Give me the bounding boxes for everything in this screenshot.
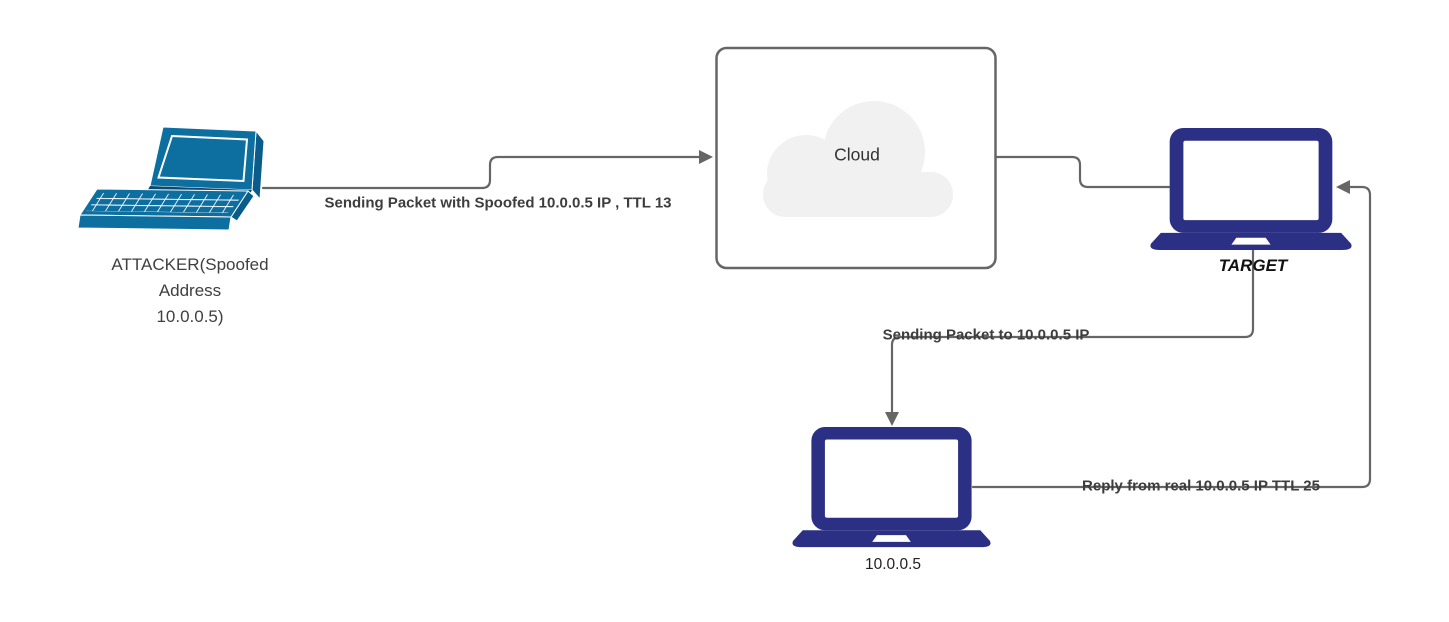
edge-label-reply: Reply from real 10.0.0.5 IP TTL 25: [1082, 477, 1320, 495]
arrowhead-right-icon: [699, 150, 713, 164]
cloud-label: Cloud: [834, 144, 880, 165]
attacker-laptop-icon: [77, 126, 265, 231]
target-label: TARGET: [1218, 256, 1288, 275]
edge-label-spoofed-packet: Sending Packet with Spoofed 10.0.0.5 IP …: [324, 194, 672, 212]
cloud-node: [715, 46, 997, 270]
connector-cloud-to-target: [995, 155, 1171, 189]
connector-attacker-to-cloud: [261, 150, 713, 190]
cloud-icon: [763, 101, 953, 217]
connector-target-to-real-host: [885, 248, 1255, 426]
real-host-laptop-icon: [792, 427, 991, 548]
arrowhead-down-icon: [885, 412, 899, 426]
real-host-label: 10.0.0.5: [864, 556, 922, 573]
target-laptop-icon: [1150, 128, 1352, 251]
edge-label-sending-packet: Sending Packet to 10.0.0.5 IP: [882, 326, 1090, 344]
arrowhead-left-icon: [1336, 180, 1350, 194]
connector-real-host-to-target: [971, 180, 1372, 489]
attacker-label: ATTACKER(Spoofed Address 10.0.0.5): [111, 255, 269, 326]
